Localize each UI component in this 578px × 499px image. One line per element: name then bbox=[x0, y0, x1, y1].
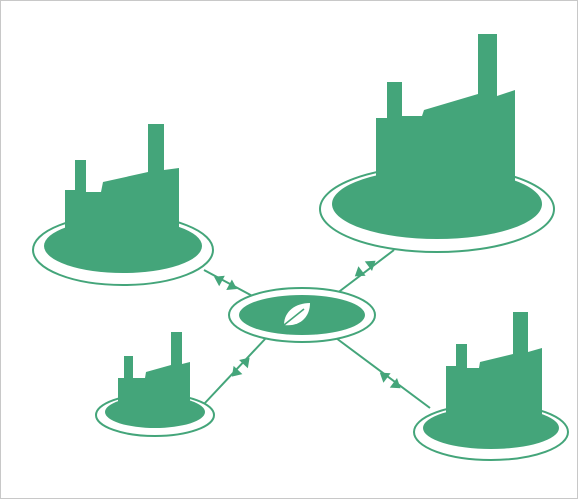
factory-bottom-right bbox=[414, 312, 568, 460]
arrow-pair-top-left bbox=[211, 271, 240, 294]
arrow-head-icon bbox=[239, 353, 254, 368]
factory-icon bbox=[65, 124, 179, 248]
factory-top-left bbox=[33, 124, 213, 285]
arrow-head-icon bbox=[226, 279, 240, 294]
arrow-pair-bottom-left bbox=[227, 353, 254, 380]
factory-top-right bbox=[320, 34, 554, 252]
factory-icon bbox=[446, 312, 542, 430]
arrow-head-icon bbox=[227, 366, 242, 381]
factory-bottom-left bbox=[96, 332, 214, 436]
factory-icon bbox=[118, 332, 190, 414]
connector-top-right bbox=[336, 250, 394, 294]
factory-icon bbox=[376, 34, 515, 206]
arrow-head-icon bbox=[351, 266, 365, 281]
central-hub bbox=[229, 288, 375, 342]
arrow-head-icon bbox=[211, 271, 225, 286]
arrow-pair-top-right bbox=[351, 256, 379, 281]
